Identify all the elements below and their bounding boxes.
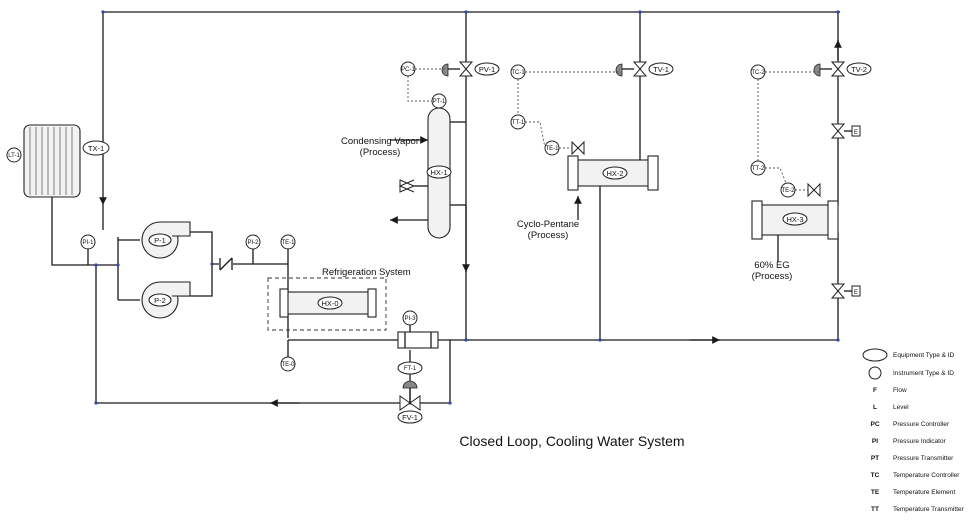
te0-instrument: TE-0 bbox=[280, 340, 296, 372]
svg-text:PI-1: PI-1 bbox=[82, 240, 94, 246]
refrigeration-label: Refrigeration System bbox=[322, 267, 411, 278]
eg-label: 60% EG bbox=[754, 260, 789, 271]
legend-text: Instrument Type & ID bbox=[893, 370, 954, 377]
svg-text:FV-1: FV-1 bbox=[402, 413, 418, 422]
pi1-instrument: PI-1 bbox=[80, 234, 96, 265]
temp-valve-tv1: TV-1 TC-1 TT-1 TE-1 bbox=[510, 61, 674, 156]
svg-text:TV-2: TV-2 bbox=[851, 65, 867, 74]
pump-p1: P-1 bbox=[141, 221, 191, 259]
svg-text:HX-3: HX-3 bbox=[786, 215, 803, 224]
legend-text: Temperature Transmitter bbox=[893, 506, 965, 513]
svg-text:FT-1: FT-1 bbox=[404, 366, 417, 372]
pi2-instrument: PI-2 bbox=[245, 234, 261, 264]
lt1-tag: LT-1 bbox=[8, 153, 20, 159]
refrigeration-system: Refrigeration System HX-0 bbox=[267, 267, 411, 331]
legend-equipment-symbol bbox=[862, 348, 888, 362]
cyclo-label: Cyclo-Pentane bbox=[517, 219, 579, 230]
svg-text:TT-2: TT-2 bbox=[752, 166, 765, 172]
temp-valve-tv2: TV-2 TC-2 TT-2 TE-2 bbox=[750, 61, 872, 198]
legend-text: Pressure Indicator bbox=[893, 438, 947, 445]
legend-text: Temperature Controller bbox=[893, 472, 960, 479]
legend-symbol: PT bbox=[871, 455, 879, 462]
svg-text:TT-1: TT-1 bbox=[512, 120, 525, 126]
legend-text: Pressure Transmitter bbox=[893, 455, 954, 462]
cyclo-sub: (Process) bbox=[528, 230, 569, 241]
legend-instrument-symbol bbox=[868, 366, 882, 380]
exchanger-hx2: HX-2 Cyclo-Pentane (Process) bbox=[517, 140, 659, 241]
svg-text:TE-0: TE-0 bbox=[281, 362, 295, 368]
legend-text: Pressure Controller bbox=[893, 421, 950, 428]
svg-text:PV-1: PV-1 bbox=[479, 65, 495, 74]
tank-tx1: TX-1 LT-1 bbox=[6, 124, 110, 198]
svg-text:E: E bbox=[854, 130, 858, 136]
legend-symbol: F bbox=[873, 387, 877, 394]
svg-text:TV-1: TV-1 bbox=[653, 65, 669, 74]
condensing-sub: (Process) bbox=[360, 147, 401, 158]
legend-text: Temperature Element bbox=[893, 489, 955, 496]
isolation-valve-upper: E bbox=[830, 123, 861, 139]
svg-text:P-2: P-2 bbox=[154, 296, 166, 305]
legend-symbol: TT bbox=[871, 506, 879, 513]
svg-text:TE-2: TE-2 bbox=[781, 188, 795, 194]
condenser-hx1: HX-1 PT-1 Condensing Vapor (Process) bbox=[341, 93, 452, 239]
exchanger-hx3: HX-3 60% EG (Process) bbox=[751, 182, 839, 282]
legend-symbol: L bbox=[873, 404, 877, 411]
condensing-label: Condensing Vapor bbox=[341, 136, 419, 147]
legend-text: Equipment Type & ID bbox=[893, 352, 955, 359]
check-valve bbox=[219, 257, 233, 271]
svg-text:HX-1: HX-1 bbox=[430, 168, 447, 177]
svg-text:TE-1: TE-1 bbox=[281, 240, 295, 246]
svg-text:TE-1: TE-1 bbox=[545, 146, 559, 152]
svg-text:TC-2: TC-2 bbox=[751, 70, 765, 76]
pump-p2: P-2 bbox=[141, 281, 191, 319]
isolation-valve-lower: E bbox=[830, 283, 861, 299]
te1-instrument: TE-1 bbox=[280, 234, 296, 264]
svg-text:PI-2: PI-2 bbox=[247, 240, 259, 246]
svg-text:PI-3: PI-3 bbox=[404, 316, 416, 322]
legend-symbol: PC bbox=[870, 421, 879, 428]
svg-text:TC-1: TC-1 bbox=[511, 70, 525, 76]
legend-symbol: PI bbox=[872, 438, 878, 445]
legend-text: Flow bbox=[893, 387, 907, 394]
svg-text:PC-1: PC-1 bbox=[401, 67, 415, 73]
legend-symbol: TE bbox=[871, 489, 880, 496]
legend-symbol: TC bbox=[871, 472, 880, 479]
flow-valve-fv1: FV-1 bbox=[397, 380, 423, 424]
pressure-valve-pv1: PV-1 PC-1 bbox=[400, 61, 500, 102]
legend: Equipment Type & ID Instrument Type & ID F… bbox=[862, 348, 965, 513]
eg-sub: (Process) bbox=[752, 271, 793, 282]
svg-text:E: E bbox=[854, 290, 858, 296]
svg-text:PT-1: PT-1 bbox=[433, 99, 446, 105]
legend-text: Level bbox=[893, 404, 909, 411]
tank-tx1-tag: TX-1 bbox=[88, 144, 104, 153]
svg-text:HX-0: HX-0 bbox=[321, 299, 338, 308]
diagram-title: Closed Loop, Cooling Water System bbox=[459, 433, 684, 449]
flow-transmitter-ft1: FT-1 PI-3 bbox=[397, 310, 439, 375]
svg-text:HX-2: HX-2 bbox=[606, 169, 623, 178]
svg-text:P-1: P-1 bbox=[154, 236, 166, 245]
